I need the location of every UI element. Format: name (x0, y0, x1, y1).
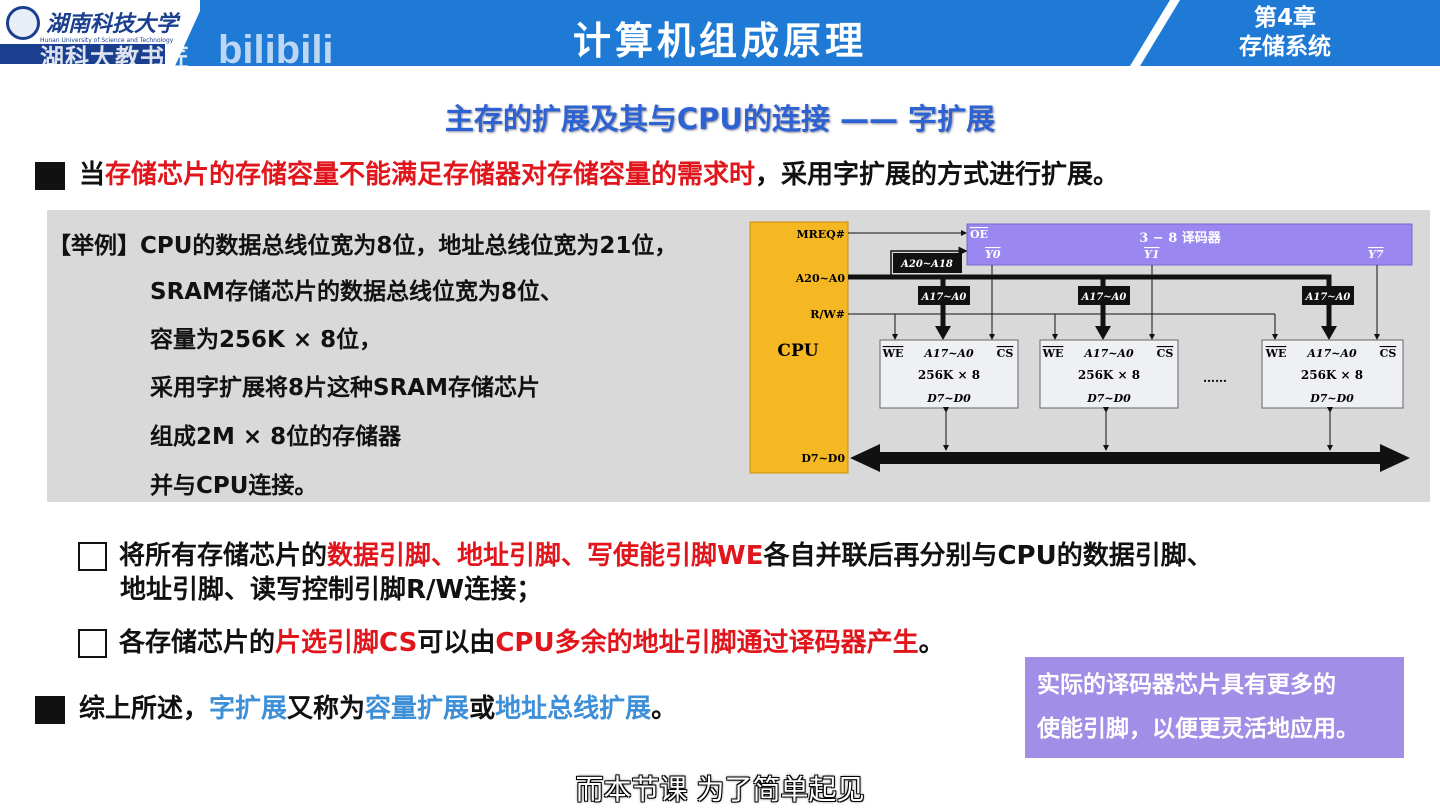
address-label: A20~A0 (795, 272, 846, 285)
slide-subtitle: 主存的扩展及其与CPU的连接 —— 字扩展 (444, 102, 996, 136)
highlight: 片选引脚CS (275, 628, 418, 658)
chip-capacity: 256K × 8 (918, 368, 980, 382)
cs-pin: CS (997, 347, 1014, 360)
text: 各自并联后再分别与CPU的数据引脚、 (763, 541, 1213, 571)
decoder-block (966, 223, 1413, 266)
high-address-line (890, 246, 968, 277)
header-bar (0, 0, 1440, 66)
we-pin: WE (1265, 347, 1287, 360)
note-line: 使能引脚，以便更灵活地应用。 (1037, 716, 1359, 742)
example-line: 并与CPU连接。 (150, 473, 318, 499)
text: 各存储芯片的 (119, 628, 276, 658)
oe-label: OE (970, 228, 988, 241)
address-bus (848, 274, 1332, 286)
highlight: 地址总线扩展 (495, 694, 652, 724)
chapter-title: 存储系统 (1239, 34, 1331, 60)
a17-a0-tag: A17~A0 (1081, 292, 1127, 303)
ellipsis: …… (1203, 371, 1227, 385)
y1-label: Y1 (1144, 248, 1160, 261)
y0-label: Y0 (985, 248, 1001, 261)
course-title: 计算机组成原理 (572, 19, 867, 63)
point-2-cont: 地址引脚、读写控制引脚R/W连接； (120, 575, 543, 605)
text: 。 (918, 628, 945, 658)
text: 将所有存储芯片的 (119, 541, 328, 571)
cpu-label: CPU (777, 341, 818, 361)
text: ，采用字扩展的方式进行扩展。 (755, 160, 1120, 190)
text: 又称为 (287, 694, 366, 724)
note-line: 实际的译码器芯片具有更多的 (1037, 672, 1336, 698)
note-box: 实际的译码器芯片具有更多的使能引脚，以便更灵活地应用。 (1025, 657, 1404, 758)
cpu-block (749, 221, 849, 474)
logo-name: 湖南科技大学 (46, 11, 179, 37)
a17-a0-tag: A17~A0 (1305, 292, 1351, 303)
text: 或 (469, 694, 496, 724)
example-line: SRAM存储芯片的数据总线位宽为8位、 (150, 279, 563, 305)
university-seal-icon (6, 6, 40, 40)
data-label: D7~D0 (801, 452, 845, 465)
watermark: 湖科大教书匠 (40, 44, 190, 72)
chapter-label: 第4章存储系统 (1215, 4, 1355, 62)
chip-capacity: 256K × 8 (1078, 368, 1140, 382)
chapter-number: 第4章 (1253, 5, 1316, 31)
text: 当 (79, 160, 106, 190)
chip-capacity: 256K × 8 (1301, 368, 1363, 382)
addr-pin: A17~A0 (923, 347, 974, 360)
chip-0: A17~A0 WE A17~A0 CS 256K × 8 D7~D0 (879, 265, 1019, 451)
data-pin: D7~D0 (926, 392, 971, 405)
data-bus-arrow (850, 444, 1410, 472)
a17-a0-tag: A17~A0 (921, 292, 967, 303)
mreq-label: MREQ# (796, 228, 845, 241)
checkbox-icon (78, 542, 107, 571)
data-pin: D7~D0 (1086, 392, 1131, 405)
addr-pin: A17~A0 (1306, 347, 1357, 360)
rw-label: R/W# (810, 308, 845, 321)
summary: 综上所述，字扩展又称为容量扩展或地址总线扩展。 (35, 688, 677, 725)
example-line: 采用字扩展将8片这种SRAM存储芯片 (150, 375, 540, 401)
highlight: 字扩展 (209, 694, 288, 724)
addr-pin: A17~A0 (1083, 347, 1134, 360)
highlight: 容量扩展 (365, 694, 470, 724)
text: 可以由 (417, 628, 496, 658)
chip-7: A17~A0 WE A17~A0 CS 256K × 8 D7~D0 (1261, 265, 1404, 451)
a20-a18-tag (893, 253, 962, 273)
y7-label: Y7 (1368, 248, 1384, 261)
chips: A17~A0 WE A17~A0 CS 256K × 8 D7~D0 A17~A… (879, 265, 1404, 451)
chip-1: A17~A0 WE A17~A0 CS 256K × 8 D7~D0 (1039, 265, 1179, 451)
highlight: 数据引脚、地址引脚、写使能引脚WE (327, 541, 764, 571)
example-line: 【举例】CPU的数据总线位宽为8位，地址总线位宽为21位， (48, 233, 678, 259)
we-pin: WE (1042, 347, 1064, 360)
bullet-square-icon (35, 695, 65, 724)
point-3: 各存储芯片的片选引脚CS可以由CPU多余的地址引脚通过译码器产生。 (78, 622, 945, 659)
video-subtitle: 而本节课 为了简单起见 (575, 773, 865, 806)
cs-pin: CS (1157, 347, 1174, 360)
a20-a18-label: A20~A18 (900, 259, 953, 270)
cs-pin: CS (1380, 347, 1397, 360)
logo-strip (0, 44, 165, 64)
logo-english: Hunan University of Science and Technolo… (40, 37, 174, 44)
example-line: 组成2M × 8位的存储器 (150, 424, 402, 450)
text: 综上所述， (79, 694, 210, 724)
bullet-square-icon (35, 161, 65, 190)
checkbox-icon (78, 629, 107, 658)
point-1: 当存储芯片的存储容量不能满足存储器对存储容量的需求时，采用字扩展的方式进行扩展。 (35, 154, 1119, 191)
text: 。 (651, 694, 678, 724)
example-line: 容量为256K × 8位， (150, 327, 383, 353)
data-pin: D7~D0 (1309, 392, 1354, 405)
decoder-label: 3 − 8 译码器 (1139, 231, 1222, 246)
we-pin: WE (882, 347, 904, 360)
point-2: 将所有存储芯片的数据引脚、地址引脚、写使能引脚WE各自并联后再分别与CPU的数据… (78, 535, 1213, 572)
highlight: 存储芯片的存储容量不能满足存储器对存储容量的需求时 (105, 160, 756, 190)
highlight: CPU多余的地址引脚通过译码器产生 (495, 628, 919, 658)
bilibili-watermark: bilibili (218, 28, 334, 72)
